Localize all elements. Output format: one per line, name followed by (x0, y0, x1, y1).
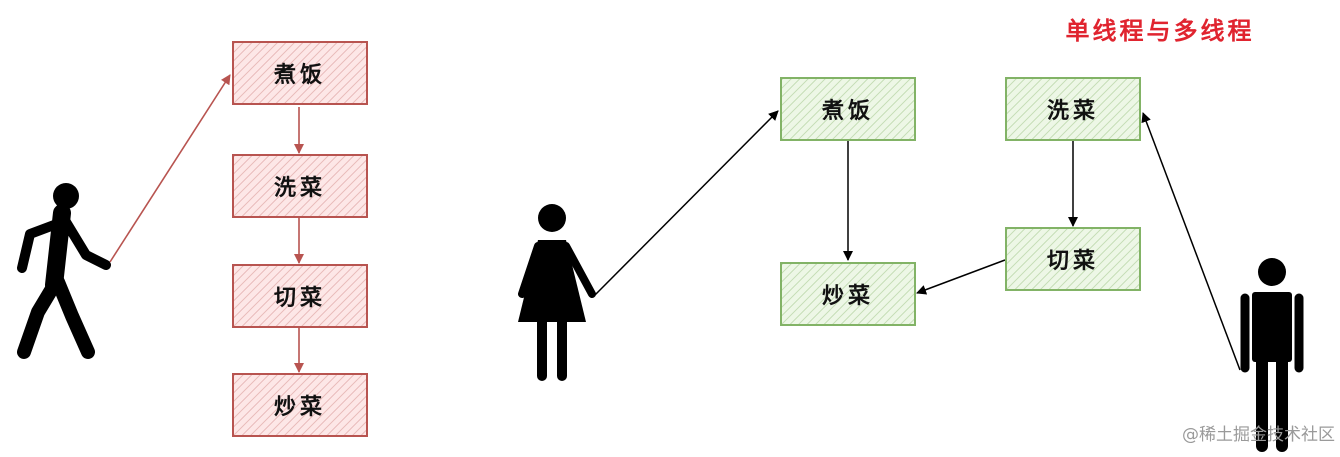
arrow-man-to-wash (1141, 112, 1241, 371)
arrow-cut-to-stirfry (916, 259, 1006, 295)
step-cook-rice: 煮饭 (232, 41, 368, 105)
diagram-title: 单线程与多线程 (1065, 15, 1255, 45)
man-icon (1240, 258, 1304, 452)
step-stir-fry: 炒菜 (232, 373, 368, 437)
arrow-person-to-cook-rice (109, 74, 231, 263)
watermark: @稀土掘金技术社区 (1182, 424, 1335, 445)
woman-icon (518, 204, 596, 381)
woman-task-cook-rice: 煮饭 (780, 77, 916, 141)
man-task-wash-vegetables: 洗菜 (1005, 77, 1141, 141)
arrow-woman-to-cook-rice (593, 110, 779, 297)
woman-task-stir-fry: 炒菜 (780, 262, 916, 326)
man-task-cut-vegetables: 切菜 (1005, 227, 1141, 291)
walking-person-icon (17, 183, 111, 359)
step-cut-vegetables: 切菜 (232, 264, 368, 328)
step-wash-vegetables: 洗菜 (232, 154, 368, 218)
